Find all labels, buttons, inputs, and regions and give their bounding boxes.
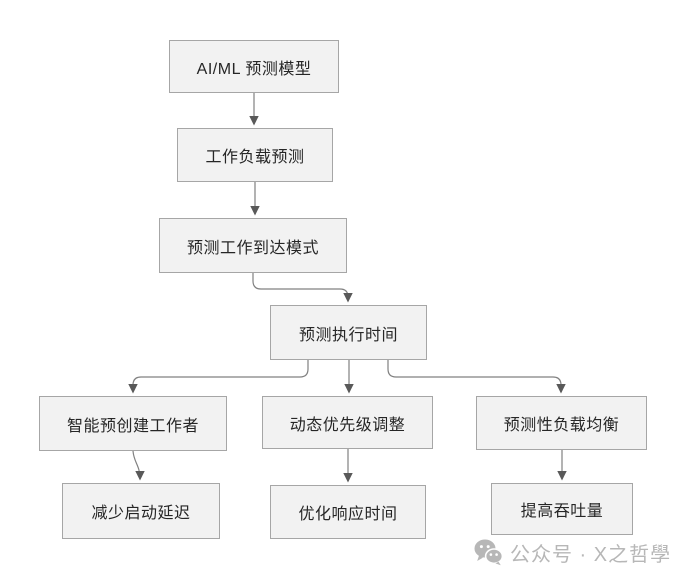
node-execution-time: 预测执行时间 [270, 305, 427, 360]
edge-pre-create-workers-to-reduce-startup-latency [132, 450, 145, 481]
node-label: 提高吞吐量 [520, 503, 604, 520]
node-label: 工作负载预测 [205, 149, 305, 166]
node-optimize-response-time: 优化响应时间 [270, 485, 426, 539]
node-label: 预测工作到达模式 [186, 239, 319, 257]
node-workload-forecast: 工作负载预测 [177, 128, 333, 182]
watermark-label: 公众号 · X之哲學 [510, 544, 672, 566]
node-reduce-startup-latency: 减少启动延迟 [62, 483, 220, 539]
node-pre-create-workers: 智能预创建工作者 [39, 396, 227, 451]
node-label: 智能预创建工作者 [66, 417, 199, 435]
edge-arrival-pattern-to-execution-time [252, 273, 353, 303]
edge-execution-time-to-predictive-load-balancing [387, 360, 566, 394]
node-label: 动态优先级调整 [289, 416, 406, 434]
node-label: 减少启动延迟 [91, 505, 191, 522]
watermark: 公众号 · X之哲學 [474, 538, 671, 567]
node-arrival-pattern: 预测工作到达模式 [159, 218, 347, 273]
node-ai-ml-model: AI/ML 预测模型 [169, 40, 339, 93]
node-label: 预测执行时间 [298, 326, 398, 344]
node-improve-throughput: 提高吞吐量 [491, 483, 633, 535]
wechat-icon [474, 539, 503, 566]
node-label: 预测性负载均衡 [503, 417, 620, 434]
node-predictive-load-balancing: 预测性负载均衡 [476, 396, 647, 450]
node-label: AI/ML 预测模型 [196, 60, 312, 78]
node-dynamic-priority: 动态优先级调整 [262, 396, 433, 449]
edge-execution-time-to-pre-create-workers [128, 360, 309, 394]
node-label: 优化响应时间 [298, 506, 398, 523]
